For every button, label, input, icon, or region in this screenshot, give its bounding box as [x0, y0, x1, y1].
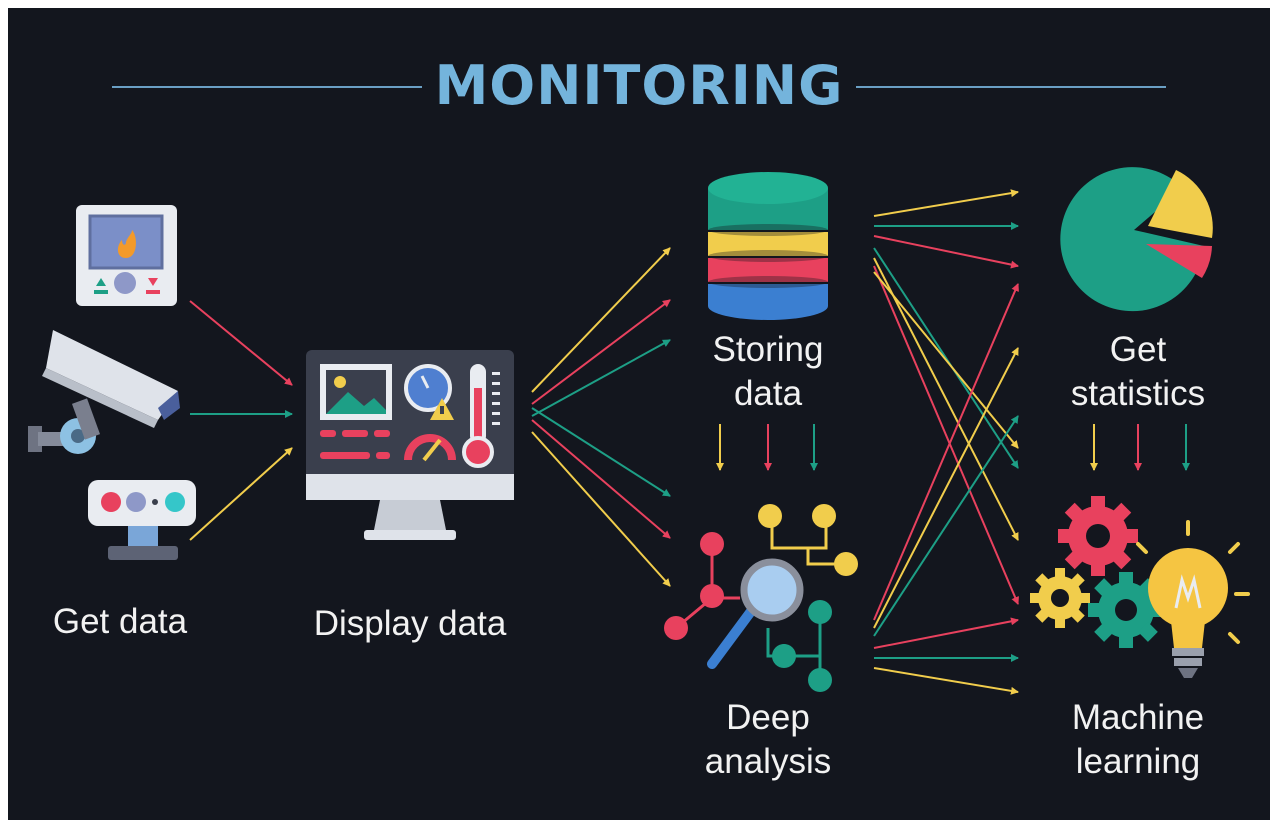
label-machine-learning-line1: Machine [1071, 698, 1205, 737]
pie-chart-icon [1060, 167, 1213, 312]
label-deep-analysis: Deep analysis [668, 696, 868, 784]
label-display-data: Display data [270, 602, 550, 646]
label-get-statistics-line2: statistics [1070, 374, 1206, 413]
label-machine-learning: Machine learning [1028, 696, 1248, 784]
label-get-data-text: Get data [52, 602, 188, 641]
label-deep-analysis-line2: analysis [704, 742, 832, 781]
label-display-data-text: Display data [313, 604, 507, 643]
monitoring-diagram: MONITORING [8, 8, 1270, 820]
thermostat-panel-icon [76, 205, 177, 306]
label-get-statistics-line1: Get [1109, 330, 1167, 369]
label-get-statistics: Get statistics [1028, 328, 1248, 416]
label-storing-data-line2: data [733, 374, 803, 413]
sensor-device-icon [88, 480, 196, 560]
gears-icon [1030, 496, 1164, 648]
diagram-graphics [28, 167, 1250, 695]
page-title: MONITORING [434, 54, 844, 117]
network-analysis-icon [664, 504, 858, 692]
title-bar: MONITORING [8, 56, 1270, 116]
label-storing-data: Storing data [668, 328, 868, 416]
monitor-icon [306, 350, 514, 540]
label-storing-data-line1: Storing [712, 330, 824, 369]
database-icon [708, 172, 828, 320]
lightbulb-icon [1136, 520, 1250, 678]
label-deep-analysis-line1: Deep [726, 698, 810, 737]
security-camera-icon [28, 330, 180, 454]
label-get-data: Get data [20, 600, 220, 644]
label-machine-learning-line2: learning [1075, 742, 1201, 781]
title-line-right [856, 86, 1166, 88]
title-line-left [112, 86, 422, 88]
